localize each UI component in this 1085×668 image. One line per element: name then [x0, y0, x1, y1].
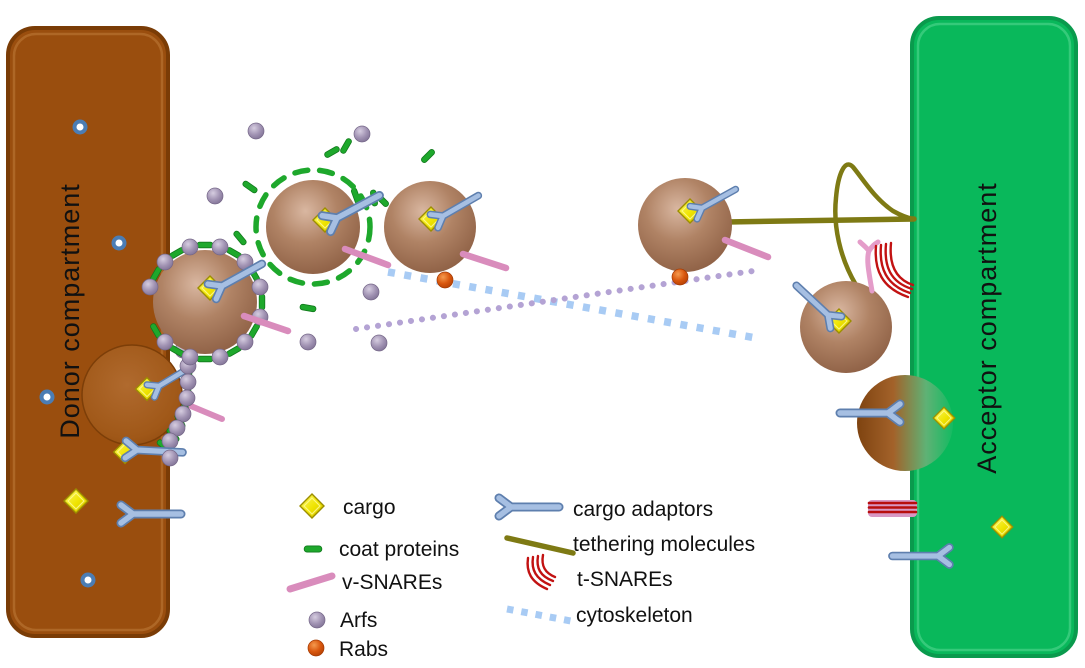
fusing-vesicle-membrane — [857, 375, 953, 471]
legend-label-cytoskeleton: cytoskeleton — [576, 604, 693, 627]
fusing-vesicle — [840, 375, 956, 471]
t-snares-lower — [867, 500, 918, 517]
v-snare-icon — [183, 401, 225, 422]
rab-icon — [307, 639, 325, 657]
arf-icon — [161, 449, 179, 467]
donor-membrane-highlight — [12, 32, 164, 632]
acceptor-compartment — [910, 16, 1078, 658]
cytoskeleton-filament-purple — [353, 268, 756, 332]
legend-item-cargo: cargo — [299, 493, 396, 519]
arf-icon — [308, 611, 326, 629]
v-snare-icon — [721, 236, 772, 261]
legend: cargo coat proteins v-SNAREs Arfs Rabs c… — [286, 493, 755, 661]
t-snares-upper — [874, 241, 915, 299]
rab-icon — [436, 271, 454, 289]
v-snare-icon — [459, 250, 510, 272]
legend-item-cargo-adaptors: cargo adaptors — [499, 498, 713, 521]
v-snare-icon — [240, 312, 292, 335]
legend-item-coat-proteins: coat proteins — [303, 538, 459, 561]
transport-vesicle-3 — [384, 181, 510, 289]
legend-label-arfs: Arfs — [340, 609, 377, 632]
tethering-molecule — [723, 162, 917, 288]
legend-label-tethering-molecules: tethering molecules — [573, 533, 755, 556]
t-snare-icon — [526, 553, 557, 591]
legend-label-cargo: cargo — [343, 496, 396, 519]
donor-compartment-label: Donor compartment — [55, 183, 85, 439]
vesicle-membrane — [638, 178, 732, 272]
donor-membrane — [6, 26, 170, 638]
coat-protein-icon — [303, 545, 323, 553]
vesicle-membrane — [800, 281, 892, 373]
v-snare-icon — [857, 239, 881, 294]
acceptor-membrane — [910, 16, 1078, 658]
coat-protein-shell — [253, 167, 373, 287]
legend-label-coat-proteins: coat proteins — [339, 538, 459, 561]
tether-rod — [723, 216, 917, 225]
coated-vesicle-2 — [253, 167, 392, 287]
cytoskeleton-filaments — [353, 268, 757, 342]
donor-compartment — [6, 26, 170, 638]
legend-item-arfs: Arfs — [308, 609, 377, 632]
cytoskeleton-icon — [506, 605, 572, 625]
legend-item-t-snares: t-SNAREs — [526, 553, 673, 591]
rab-icon — [671, 268, 689, 286]
acceptor-compartment-label: Acceptor compartment — [972, 182, 1002, 474]
tethered-vesicle-4 — [638, 178, 772, 286]
legend-item-rabs: Rabs — [307, 638, 388, 661]
acceptor-membrane-highlight — [916, 22, 1072, 652]
vesicle-membrane — [153, 250, 257, 354]
cargo-icon — [299, 493, 325, 519]
legend-label-rabs: Rabs — [339, 638, 388, 661]
legend-item-v-snares: v-SNAREs — [286, 571, 442, 594]
legend-label-v-snares: v-SNAREs — [342, 571, 442, 594]
tether-loop — [833, 162, 916, 288]
coated-vesicle-1 — [141, 238, 292, 366]
vesicle-membrane — [266, 180, 360, 274]
legend-label-t-snares: t-SNAREs — [577, 568, 673, 591]
docking-vesicle-5 — [791, 239, 892, 373]
v-snare-icon — [286, 572, 336, 593]
legend-item-cytoskeleton: cytoskeleton — [506, 604, 693, 627]
legend-label-cargo-adaptors: cargo adaptors — [573, 498, 713, 521]
v-snare-icon — [341, 245, 392, 269]
cargo-adaptor-icon — [499, 498, 559, 516]
legend-item-tethering-molecules: tethering molecules — [504, 533, 755, 556]
tethering-molecule-icon — [504, 535, 576, 556]
cytoskeleton-filament-blue — [387, 268, 757, 342]
